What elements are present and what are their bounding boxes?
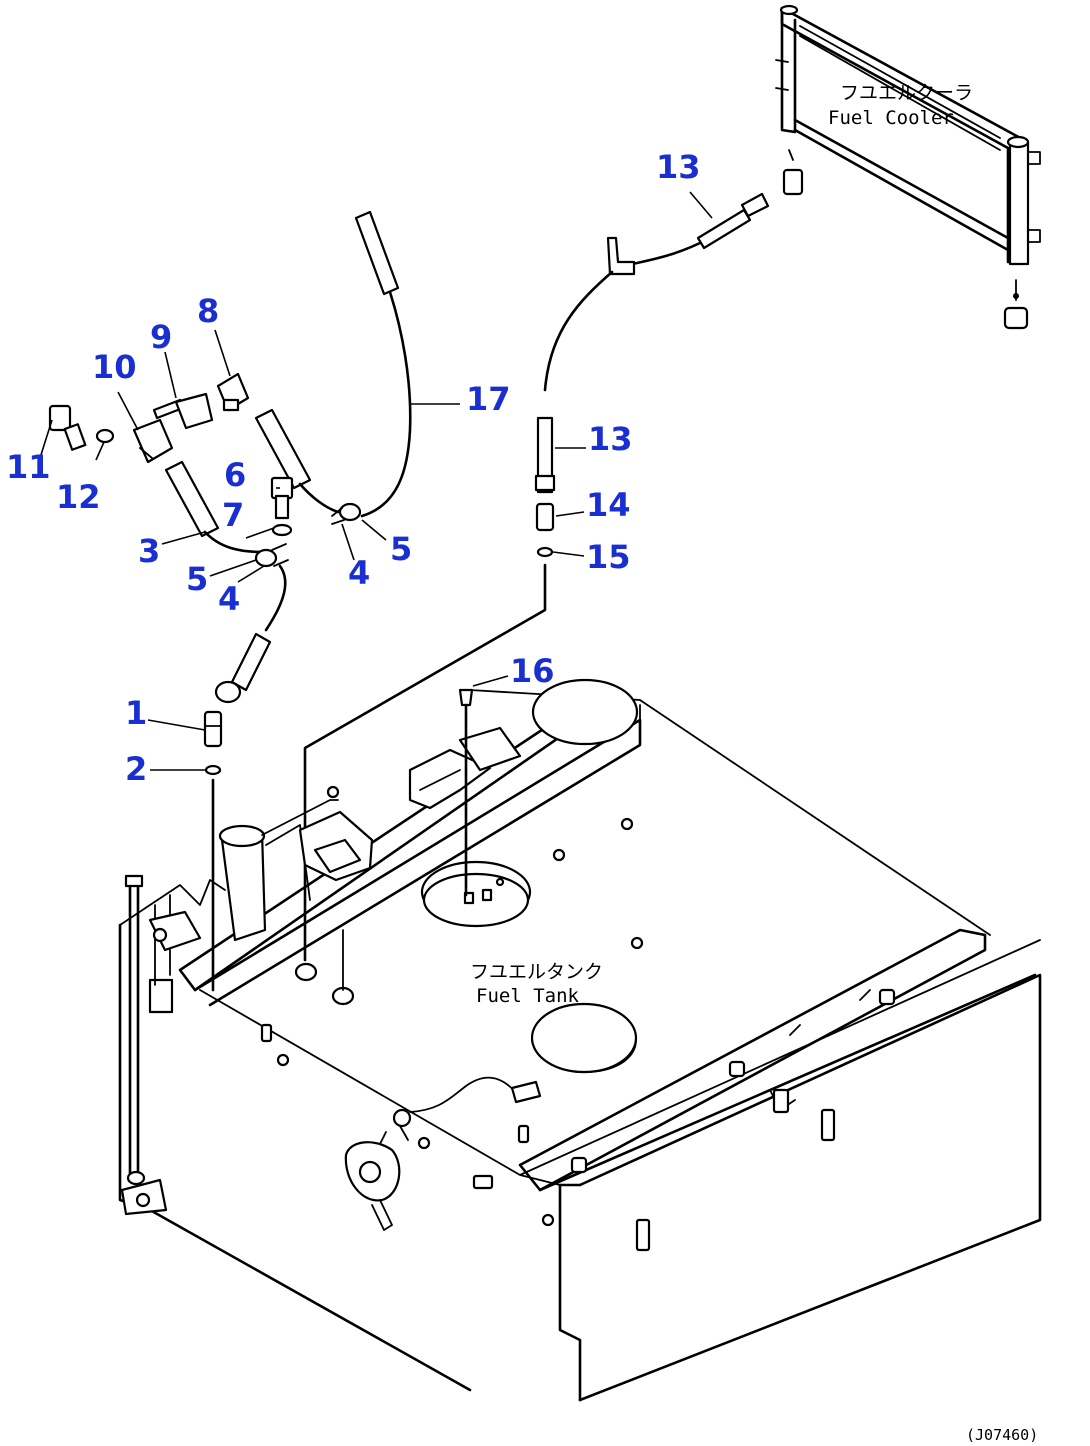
callout-10: 10	[92, 348, 137, 386]
callout-2: 2	[125, 750, 147, 788]
hose-13-lower	[534, 416, 556, 494]
hose-3	[164, 460, 264, 554]
hose-13-upper	[543, 192, 770, 392]
fuel-cooler	[775, 4, 1041, 330]
leader-lines	[39, 191, 713, 771]
callout-4-left: 4	[218, 580, 240, 618]
o-ring-2	[204, 764, 222, 776]
callout-17: 17	[466, 380, 511, 418]
callout-14: 14	[586, 486, 631, 524]
callout-5-left: 5	[186, 560, 208, 598]
callout-4-right: 4	[348, 554, 370, 592]
callout-13-lower: 13	[588, 420, 633, 458]
drawing-code: (J07460)	[966, 1426, 1038, 1444]
o-ring-15	[536, 546, 554, 558]
clamp-5-left	[254, 543, 289, 568]
callout-11: 11	[6, 448, 51, 486]
fuel-cooler-label-en: Fuel Cooler	[828, 107, 954, 129]
bolt-6	[270, 476, 294, 520]
block-10	[132, 418, 174, 464]
fuel-cooler-label-jp: フユエルクーラ	[840, 82, 973, 104]
callout-16: 16	[510, 652, 555, 690]
callout-12: 12	[56, 478, 101, 516]
callout-5-right: 5	[390, 530, 412, 568]
callout-1: 1	[125, 694, 147, 732]
washer-7	[271, 523, 293, 537]
callout-6: 6	[224, 456, 246, 494]
hose-17	[354, 210, 412, 518]
callout-13-upper: 13	[656, 148, 701, 186]
callout-8: 8	[197, 292, 219, 330]
hose-upper-left	[254, 408, 340, 514]
fitting-14	[535, 502, 555, 532]
callout-7: 7	[222, 496, 244, 534]
washer-12	[95, 428, 115, 444]
pin-9	[152, 392, 214, 430]
callout-15: 15	[586, 538, 631, 576]
elbow-8	[216, 372, 250, 412]
callout-3: 3	[138, 532, 160, 570]
callout-9: 9	[150, 318, 172, 356]
callouts: 1 2 3 4 4 5 5 6 7 8 9 10 11 12 13 13 14 …	[6, 148, 701, 788]
clamp-5-right	[331, 502, 362, 525]
fitting-1	[203, 710, 223, 748]
hose-lower-left	[214, 564, 287, 704]
fuel-tank-label-en: Fuel Tank	[476, 985, 580, 1007]
fuel-tank-label-jp: フユエルタンク	[470, 961, 603, 983]
bolt-11	[48, 404, 87, 451]
fuel-tank	[118, 678, 1042, 1402]
